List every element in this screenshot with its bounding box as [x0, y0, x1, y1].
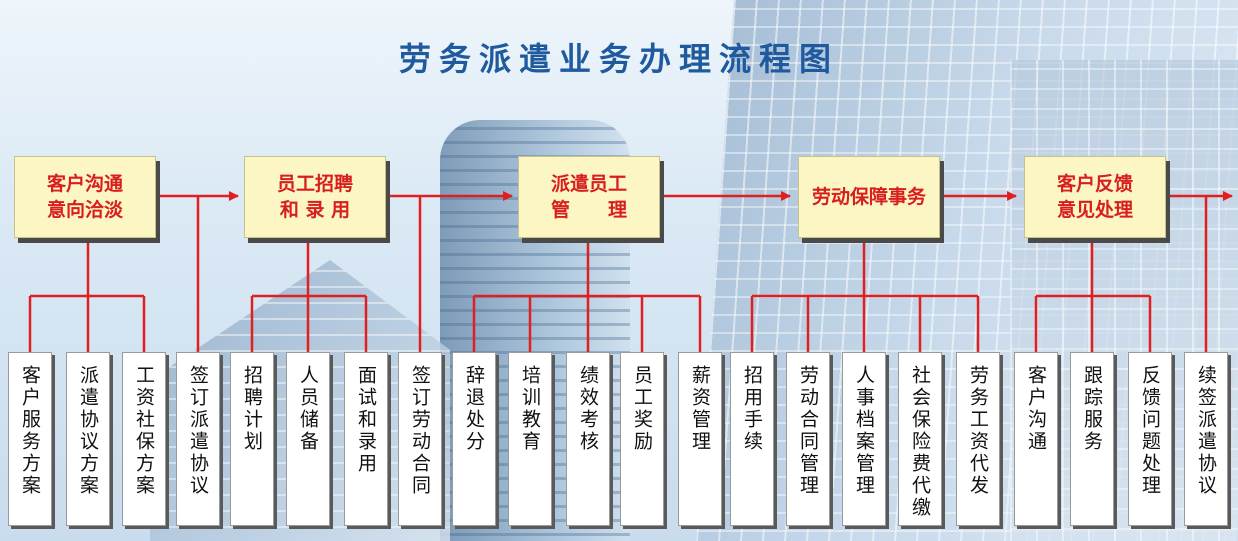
task-box-9: 辞退处分 — [452, 352, 496, 526]
task-box-14: 招用手续 — [730, 352, 774, 526]
task-box-7: 面试和录用 — [344, 352, 388, 526]
task-box-11: 绩效考核 — [566, 352, 610, 526]
task-label: 招聘计划 — [241, 365, 263, 453]
task-label: 签订劳动合同 — [409, 365, 431, 497]
task-label: 派遣协议方案 — [77, 365, 99, 497]
task-box-21: 反馈问题处理 — [1128, 352, 1172, 526]
page-title: 劳务派遣业务办理流程图 — [398, 40, 839, 78]
task-label: 员工奖励 — [631, 365, 653, 453]
task-box-3: 工资社保方案 — [122, 352, 166, 526]
task-label: 绩效考核 — [577, 365, 599, 453]
stage-box-4: 劳动保障事务 — [798, 156, 940, 238]
task-label: 人员储备 — [297, 365, 319, 453]
task-box-20: 跟踪服务 — [1070, 352, 1114, 526]
task-box-5: 招聘计划 — [230, 352, 274, 526]
task-label: 面试和录用 — [355, 365, 377, 475]
task-label: 跟踪服务 — [1081, 365, 1103, 453]
task-box-1: 客户服务方案 — [8, 352, 52, 526]
stage-box-2: 员工招聘 和 录 用 — [244, 156, 386, 238]
task-label: 工资社保方案 — [133, 365, 155, 497]
task-box-16: 人事档案管理 — [842, 352, 886, 526]
task-box-12: 员工奖励 — [620, 352, 664, 526]
stage-box-5: 客户反馈 意见处理 — [1024, 156, 1166, 238]
stage-box-3: 派遣员工 管 理 — [518, 156, 660, 238]
task-label: 续签派遣协议 — [1195, 365, 1217, 497]
task-label: 辞退处分 — [463, 365, 485, 453]
task-label: 反馈问题处理 — [1139, 365, 1161, 497]
task-box-19: 客户沟通 — [1014, 352, 1058, 526]
task-label: 客户服务方案 — [19, 365, 41, 497]
stage-box-1: 客户沟通 意向洽淡 — [14, 156, 156, 238]
task-label: 培训教育 — [519, 365, 541, 453]
task-box-8: 签订劳动合同 — [398, 352, 442, 526]
task-box-2: 派遣协议方案 — [66, 352, 110, 526]
task-label: 客户沟通 — [1025, 365, 1047, 453]
task-box-10: 培训教育 — [508, 352, 552, 526]
task-box-18: 劳务工资代发 — [956, 352, 1000, 526]
task-label: 薪资管理 — [689, 365, 711, 453]
task-box-17: 社会保险费代缴 — [898, 352, 942, 526]
task-box-13: 薪资管理 — [678, 352, 722, 526]
task-box-6: 人员储备 — [286, 352, 330, 526]
task-label: 劳务工资代发 — [967, 365, 989, 497]
task-label: 签订派遣协议 — [187, 365, 209, 497]
task-label: 劳动合同管理 — [797, 365, 819, 497]
task-label: 招用手续 — [741, 365, 763, 453]
task-box-22: 续签派遣协议 — [1184, 352, 1228, 526]
task-box-4: 签订派遣协议 — [176, 352, 220, 526]
task-box-15: 劳动合同管理 — [786, 352, 830, 526]
task-label: 人事档案管理 — [853, 365, 875, 497]
task-label: 社会保险费代缴 — [909, 365, 931, 519]
